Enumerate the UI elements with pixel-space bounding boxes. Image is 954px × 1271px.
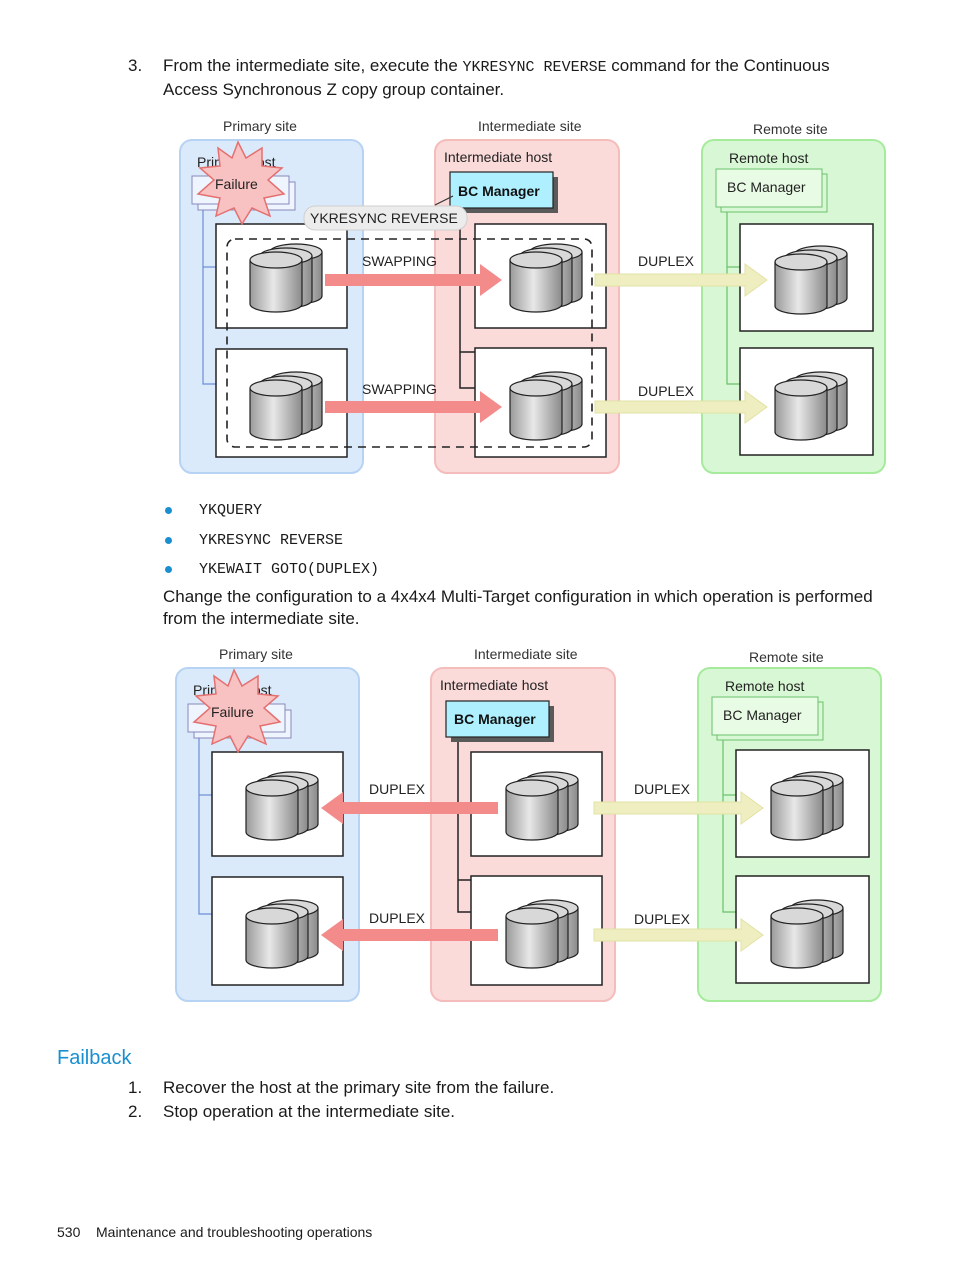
remote-volume-icon — [774, 371, 848, 441]
figure-swapping-diagram: Primary site Intermediate site Remote si… — [179, 118, 886, 474]
bullet-item: YKQUERY — [199, 502, 263, 519]
section-heading: Failback — [57, 1047, 132, 1069]
duplex-arrow — [593, 918, 764, 952]
figure-duplex-diagram: Primary site Intermediate site Remote si… — [175, 646, 882, 1002]
failure-label: Failure — [215, 176, 258, 192]
duplex-label: DUPLEX — [638, 253, 695, 269]
primary-volume-icon — [245, 899, 319, 969]
remote-bc-manager-label: BC Manager — [723, 707, 802, 723]
remote-site-label: Remote site — [753, 121, 828, 137]
bullet-item: YKEWAIT GOTO(DUPLEX) — [199, 561, 380, 578]
bc-manager-box — [449, 171, 554, 209]
bullet-dot — [165, 537, 172, 544]
bullet-item: YKRESYNC REVERSE — [199, 532, 344, 549]
config-line1: Change the configuration to a 4x4x4 Mult… — [163, 587, 873, 606]
primary-volume-icon — [249, 371, 323, 441]
step-number: 3. — [128, 56, 143, 75]
step-text-a: From the intermediate site, execute the — [163, 56, 463, 75]
swapping-arrow — [325, 264, 502, 296]
intermediate-host-label: Intermediate host — [440, 677, 548, 693]
intermediate-host-label: Intermediate host — [444, 149, 552, 165]
intermediate-volume-icon — [505, 771, 579, 841]
bullet-dot — [165, 566, 172, 573]
step-text: From the intermediate site, execute the … — [163, 55, 863, 101]
remote-volume-icon — [770, 899, 844, 969]
config-paragraph: Change the configuration to a 4x4x4 Mult… — [163, 586, 883, 630]
intermediate-volume-icon — [509, 243, 583, 313]
duplex-label: DUPLEX — [634, 781, 691, 797]
failure-burst-icon — [196, 140, 286, 226]
duplex-arrow — [593, 791, 764, 825]
command-callout — [303, 205, 468, 231]
failback-step-number: 1. — [128, 1078, 143, 1097]
primary-volume-icon — [245, 771, 319, 841]
remote-host-label: Remote host — [725, 678, 804, 694]
primary-site-label: Primary site — [219, 646, 293, 662]
intermediate-site-label: Intermediate site — [474, 646, 578, 662]
footer-title: Maintenance and troubleshooting operatio… — [96, 1224, 373, 1240]
swapping-label: SWAPPING — [362, 253, 437, 269]
duplex-reverse-arrow — [321, 919, 498, 951]
swapping-label: SWAPPING — [362, 381, 437, 397]
duplex-label: DUPLEX — [369, 910, 426, 926]
failback-step-text: Recover the host at the primary site fro… — [163, 1078, 555, 1097]
duplex-arrow — [594, 263, 768, 297]
command-callout-label: YKRESYNC REVERSE — [310, 210, 458, 226]
bullet-dot — [165, 507, 172, 514]
intermediate-site-label: Intermediate site — [478, 118, 582, 134]
remote-volume-icon — [774, 245, 848, 315]
remote-bc-manager-box — [715, 168, 823, 208]
step-command: YKRESYNC REVERSE — [462, 59, 607, 76]
remote-bc-manager-box — [711, 696, 819, 736]
swapping-arrow — [325, 391, 502, 423]
copy-group-container — [226, 238, 593, 448]
step-text-b: command for the Continuous — [606, 56, 830, 75]
duplex-reverse-arrow — [321, 792, 498, 824]
intermediate-volume-icon — [509, 371, 583, 441]
bc-manager-label: BC Manager — [454, 711, 536, 727]
duplex-label: DUPLEX — [369, 781, 426, 797]
failure-burst-icon — [192, 668, 282, 754]
failure-label: Failure — [211, 704, 254, 720]
config-line2: from the intermediate site. — [163, 609, 360, 628]
bc-manager-box — [445, 700, 550, 738]
duplex-arrow — [594, 390, 768, 424]
remote-volume-icon — [770, 771, 844, 841]
duplex-label: DUPLEX — [634, 911, 691, 927]
remote-host-label: Remote host — [729, 150, 808, 166]
primary-volume-icon — [249, 243, 323, 313]
page-number: 530 — [57, 1224, 81, 1240]
bc-manager-label: BC Manager — [458, 183, 540, 199]
remote-site-label: Remote site — [749, 649, 824, 665]
intermediate-volume-icon — [505, 899, 579, 969]
failback-step-text: Stop operation at the intermediate site. — [163, 1102, 456, 1121]
primary-site-label: Primary site — [223, 118, 297, 134]
duplex-label: DUPLEX — [638, 383, 695, 399]
step-text-line2: Access Synchronous Z copy group containe… — [163, 80, 505, 99]
failback-step-number: 2. — [128, 1102, 143, 1121]
remote-bc-manager-label: BC Manager — [727, 179, 806, 195]
